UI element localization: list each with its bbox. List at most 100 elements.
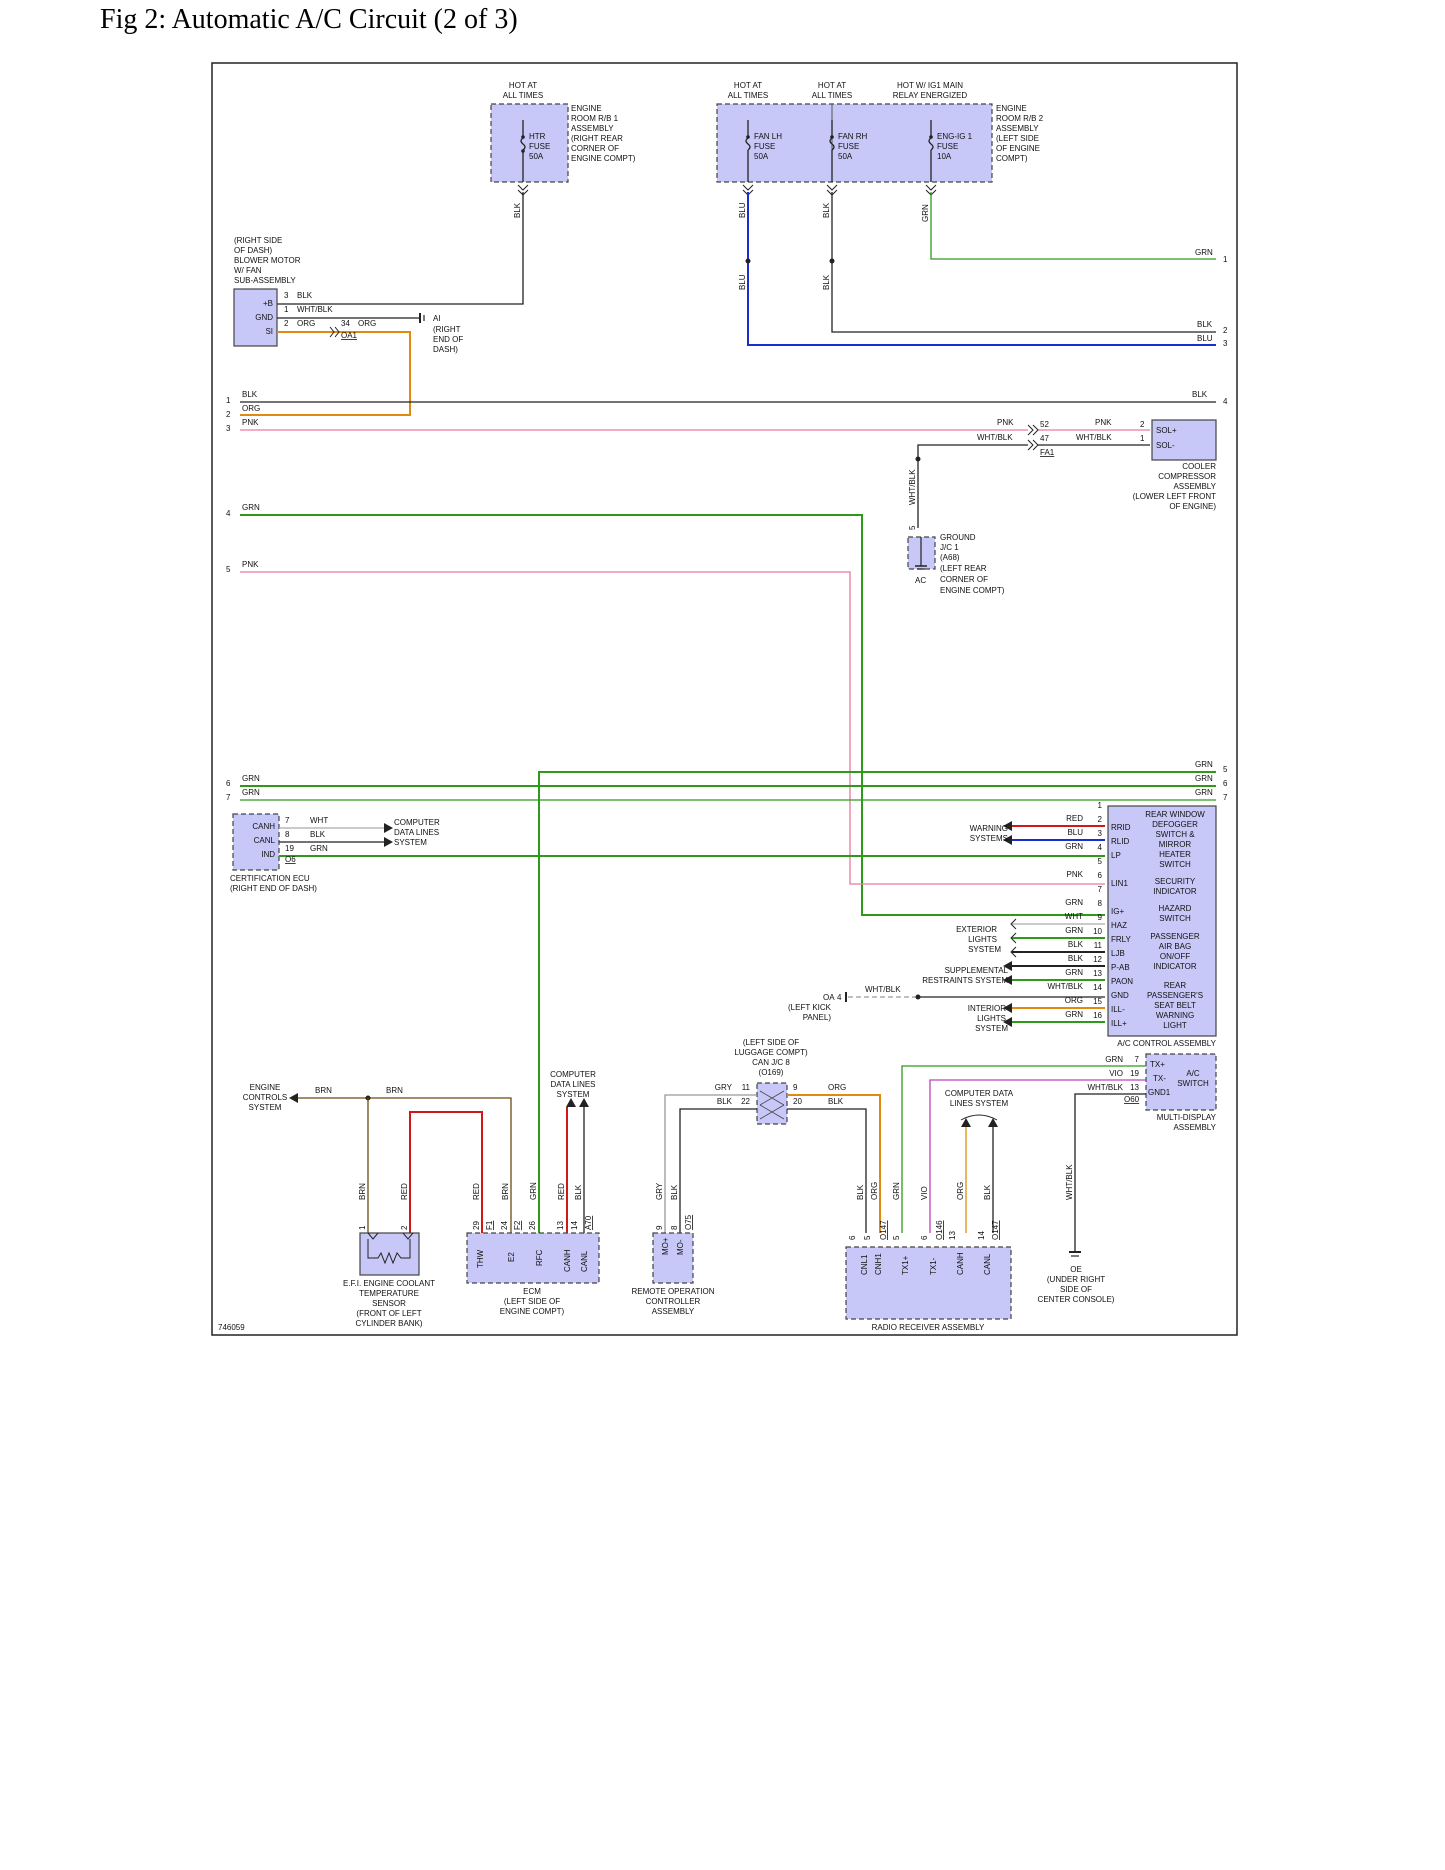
svg-text:8: 8 — [670, 1225, 679, 1230]
svg-text:13: 13 — [1130, 1083, 1139, 1092]
svg-text:LIGHTS: LIGHTS — [968, 935, 997, 944]
svg-text:ALL TIMES: ALL TIMES — [728, 91, 768, 100]
svg-text:(RIGHT END OF DASH): (RIGHT END OF DASH) — [230, 884, 317, 893]
ac-pin-label: RRID — [1111, 823, 1131, 832]
svg-text:ENGINE COMPT): ENGINE COMPT) — [500, 1307, 565, 1316]
svg-text:BLK: BLK — [297, 291, 313, 300]
ac-pin-label: LP — [1111, 851, 1121, 860]
fuse-connectors — [517, 184, 937, 196]
svg-text:SYSTEM: SYSTEM — [249, 1103, 282, 1112]
svg-text:PNK: PNK — [1095, 418, 1112, 427]
svg-text:ORG: ORG — [956, 1182, 965, 1200]
rb1-label: ENGINE ROOM R/B 1 ASSEMBLY (RIGHT REAR C… — [571, 104, 636, 163]
svg-text:BLK: BLK — [574, 1184, 583, 1200]
svg-text:RED: RED — [400, 1183, 409, 1200]
svg-text:ORG: ORG — [242, 404, 260, 413]
svg-text:O147: O147 — [879, 1220, 888, 1240]
svg-text:ASSEMBLY: ASSEMBLY — [1173, 1123, 1216, 1132]
rb2-label: ENGINE ROOM R/B 2 ASSEMBLY (LEFT SIDE OF… — [996, 104, 1044, 163]
svg-text:ROOM R/B 2: ROOM R/B 2 — [996, 114, 1044, 123]
svg-text:TX+: TX+ — [1150, 1060, 1165, 1069]
svg-text:WHT/BLK: WHT/BLK — [1076, 433, 1112, 442]
svg-text:O147: O147 — [991, 1220, 1000, 1240]
svg-text:FA1: FA1 — [1040, 448, 1055, 457]
svg-text:BLK: BLK — [1197, 320, 1213, 329]
svg-text:BLK: BLK — [828, 1097, 844, 1106]
ac-pin-label: ILL+ — [1111, 1019, 1127, 1028]
svg-text:BLK: BLK — [513, 202, 522, 218]
ac-wire-label: WHT — [1065, 912, 1083, 921]
svg-text:SUPPLEMENTAL: SUPPLEMENTAL — [945, 966, 1009, 975]
svg-text:RED: RED — [472, 1183, 481, 1200]
radio-receiver-assembly: CNL1 CNH1 TX1+ TX1- CANH CANL 6 5 5 6 13… — [845, 1220, 1012, 1332]
svg-text:19: 19 — [1130, 1069, 1139, 1078]
svg-text:SWITCH: SWITCH — [1177, 1079, 1209, 1088]
svg-text:TX1-: TX1- — [929, 1257, 938, 1275]
svg-text:8: 8 — [285, 830, 290, 839]
svg-text:OF ENGINE: OF ENGINE — [996, 144, 1040, 153]
svg-text:CANH: CANH — [563, 1249, 572, 1272]
svg-text:ON/OFF: ON/OFF — [1160, 952, 1190, 961]
svg-text:(RIGHT: (RIGHT — [433, 325, 461, 334]
svg-text:AIR BAG: AIR BAG — [1159, 942, 1191, 951]
svg-text:ECM: ECM — [523, 1287, 541, 1296]
svg-text:E.F.I. ENGINE COOLANT: E.F.I. ENGINE COOLANT — [343, 1279, 435, 1288]
svg-text:(FRONT OF LEFT: (FRONT OF LEFT — [356, 1309, 421, 1318]
svg-text:CANL: CANL — [983, 1253, 992, 1275]
svg-text:2: 2 — [1223, 326, 1228, 335]
svg-text:SIDE OF: SIDE OF — [1060, 1285, 1092, 1294]
svg-text:3: 3 — [1223, 339, 1228, 348]
fuse-rb2: HOT AT ALL TIMES HOT AT ALL TIMES HOT W/… — [716, 81, 1044, 183]
htr-fuse-l2: FUSE — [529, 142, 550, 151]
svg-text:ASSEMBLY: ASSEMBLY — [652, 1307, 695, 1316]
svg-text:GRN: GRN — [310, 844, 328, 853]
svg-text:PANEL): PANEL) — [803, 1013, 832, 1022]
svg-text:4: 4 — [226, 509, 231, 518]
svg-text:INTERIOR: INTERIOR — [968, 1004, 1006, 1013]
svg-text:(LEFT SIDE OF: (LEFT SIDE OF — [504, 1297, 560, 1306]
ac-wire-label: RED — [1066, 814, 1083, 823]
svg-text:GRN: GRN — [892, 1182, 901, 1200]
svg-text:TEMPERATURE: TEMPERATURE — [359, 1289, 419, 1298]
svg-text:7: 7 — [226, 793, 231, 802]
ac-arrow — [1003, 835, 1012, 845]
svg-text:FUSE: FUSE — [838, 142, 859, 151]
svg-text:FUSE: FUSE — [754, 142, 775, 151]
svg-text:4: 4 — [837, 993, 842, 1002]
ac-pin-label: RLID — [1111, 837, 1129, 846]
svg-text:24: 24 — [500, 1221, 509, 1230]
diagram-id: 746059 — [218, 1323, 245, 1332]
ac-pin-label: HAZ — [1111, 921, 1127, 930]
svg-text:DEFOGGER: DEFOGGER — [1152, 820, 1198, 829]
svg-text:BLU: BLU — [738, 202, 747, 218]
svg-text:W/ FAN: W/ FAN — [234, 266, 262, 275]
svg-text:MIRROR: MIRROR — [1159, 840, 1192, 849]
ecm: THW E2 RFC CANH CANL 29 24 26 13 14 F1 F… — [466, 1215, 600, 1316]
svg-text:+B: +B — [263, 299, 273, 308]
svg-text:BRN: BRN — [386, 1086, 403, 1095]
svg-text:(A68): (A68) — [940, 553, 960, 562]
svg-text:SWITCH &: SWITCH & — [1155, 830, 1195, 839]
svg-text:6: 6 — [226, 779, 231, 788]
svg-text:REAR: REAR — [1164, 981, 1186, 990]
svg-text:HEATER: HEATER — [1159, 850, 1191, 859]
svg-text:ASSEMBLY: ASSEMBLY — [1173, 482, 1216, 491]
ac-arrow — [1003, 1003, 1012, 1013]
svg-text:BLK: BLK — [983, 1184, 992, 1200]
svg-text:CORNER OF: CORNER OF — [940, 575, 988, 584]
can-jc: (LEFT SIDE OF LUGGAGE COMPT) CAN J/C 8 (… — [664, 1038, 881, 1233]
svg-text:(RIGHT REAR: (RIGHT REAR — [571, 134, 623, 143]
svg-text:COMPRESSOR: COMPRESSOR — [1158, 472, 1216, 481]
hot1-line1: HOT AT — [509, 81, 537, 90]
ac-pin-num: 16 — [1093, 1011, 1102, 1020]
svg-text:1: 1 — [226, 396, 231, 405]
svg-text:3: 3 — [226, 424, 231, 433]
ac-pin-label: P-AB — [1111, 963, 1130, 972]
svg-text:WHT/BLK: WHT/BLK — [297, 305, 333, 314]
svg-text:SYSTEM: SYSTEM — [394, 838, 427, 847]
svg-text:ORG: ORG — [297, 319, 315, 328]
svg-text:EXTERIOR: EXTERIOR — [956, 925, 997, 934]
svg-text:DATA LINES: DATA LINES — [550, 1080, 595, 1089]
svg-text:GRN: GRN — [1195, 248, 1213, 257]
